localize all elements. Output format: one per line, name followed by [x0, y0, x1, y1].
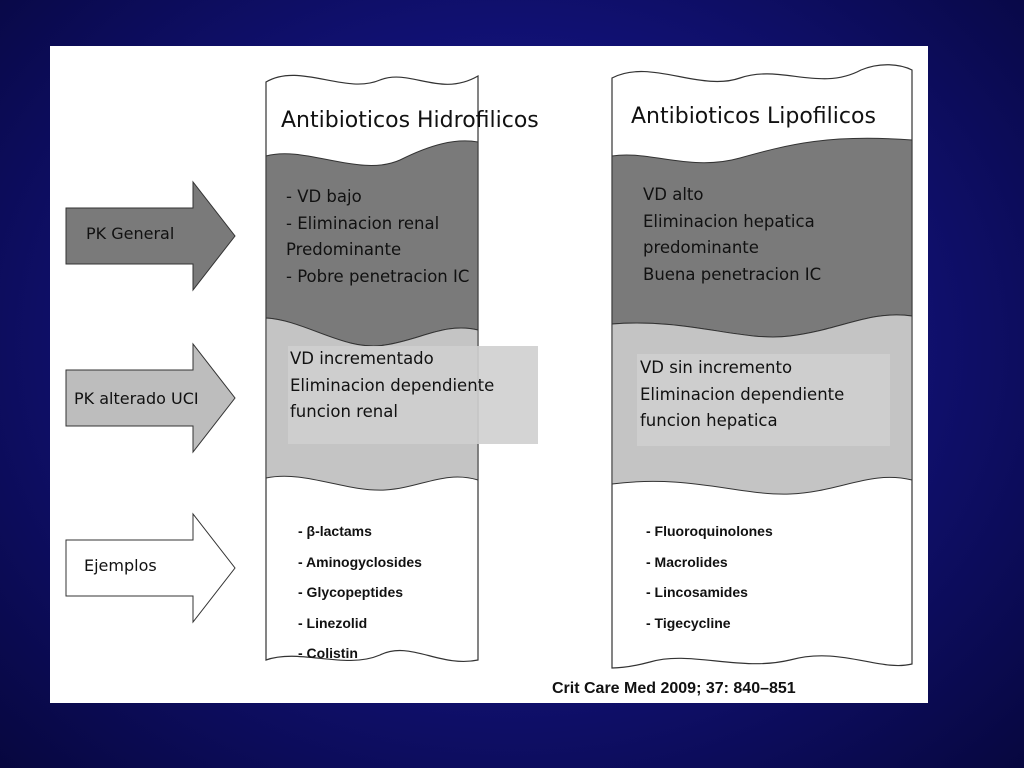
list-item: - Linezolid [298, 614, 368, 631]
text-highlight-hidrofilicos [288, 346, 538, 444]
text-highlight-lipofilicos [637, 354, 890, 446]
list-item: - Colistin [298, 645, 358, 661]
list-item: - Lincosamides [646, 584, 748, 600]
list-item: - Tigecycline [646, 614, 731, 631]
band-line: predominante [643, 238, 759, 257]
band-line: VD sin incremento [640, 358, 793, 377]
lipofilicos-pk-alterado-text: VD sin incremento Eliminacion dependient… [640, 355, 844, 435]
band-line: Eliminacion hepatica [643, 211, 815, 231]
band-line: Buena penetracion IC [643, 264, 822, 284]
arrow-pk-alterado [65, 342, 236, 454]
band-line: VD incrementado [290, 349, 434, 368]
band-line: VD alto [643, 185, 704, 204]
list-item: - Aminogyclosides [298, 553, 422, 570]
hidrofilicos-pk-alterado-text: VD incrementado Eliminacion dependiente … [290, 346, 494, 426]
list-item: - Fluoroquinolones [646, 523, 773, 539]
band-line: - Pobre penetracion IC [286, 266, 470, 286]
title-lipofilicos: Antibioticos Lipofilicos [631, 104, 876, 129]
label-ejemplos: Ejemplos [84, 556, 157, 575]
lipofilicos-pk-general-text: VD alto Eliminacion hepatica predominant… [643, 182, 821, 288]
scroll-hidrofilicos [265, 74, 538, 662]
band-line: funcion renal [290, 402, 398, 421]
list-item: - Glycopeptides [298, 584, 404, 600]
label-pk-alterado: PK alterado UCI [74, 389, 199, 408]
title-hidrofilicos: Antibioticos Hidrofilicos [281, 108, 539, 133]
band-line: Predominante [286, 240, 402, 259]
band-line: Eliminacion dependiente [290, 375, 495, 395]
label-pk-general: PK General [86, 224, 175, 243]
list-item: - β-lactams [298, 523, 372, 539]
arrow-pk-general [65, 180, 236, 292]
band-line: - Eliminacion renal [286, 213, 440, 233]
band-line: Eliminacion dependiente [640, 384, 845, 404]
band-line: funcion hepatica [640, 411, 778, 430]
list-item: - Macrolides [646, 553, 728, 570]
arrow-ejemplos [65, 512, 236, 624]
scroll-lipofilicos [611, 64, 913, 669]
hidrofilicos-pk-general-text: - VD bajo - Eliminacion renal Predominan… [286, 184, 469, 290]
citation: Crit Care Med 2009; 37: 840–851 [552, 680, 796, 697]
hidrofilicos-ejemplos-list: - β-lactams - Aminogyclosides - Glycopep… [298, 516, 422, 669]
band-line: - VD bajo [286, 187, 362, 206]
lipofilicos-ejemplos-list: - Fluoroquinolones - Macrolides - Lincos… [646, 516, 773, 638]
